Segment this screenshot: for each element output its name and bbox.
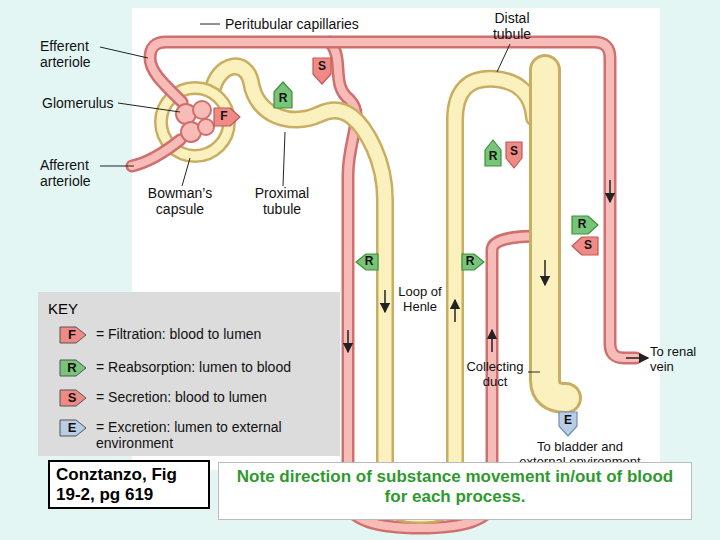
process-letter: F xyxy=(68,328,76,343)
swatch-arrow xyxy=(60,360,86,376)
collecting-duct-fill xyxy=(545,70,566,398)
collecting-duct xyxy=(545,70,566,398)
glomerulus-loops xyxy=(176,101,214,142)
box-text: Conztanzo, Fig 19-2, pg 619 xyxy=(56,465,202,504)
process-letter: F xyxy=(220,110,227,124)
box-text: KEY xyxy=(48,300,330,317)
part-label: Loop of Henle xyxy=(398,285,442,315)
part-label: Afferent arteriole xyxy=(40,157,120,189)
process-letter: R xyxy=(279,92,288,106)
swatch-arrow xyxy=(60,327,86,343)
flow-arrows xyxy=(348,180,648,358)
legend-text: = Excretion: lumen to external environme… xyxy=(96,419,334,451)
process-letter: S xyxy=(68,391,77,406)
process-letter: S xyxy=(318,60,326,74)
process-letter: S xyxy=(510,145,518,159)
process-letter: R xyxy=(466,255,475,269)
source-box: Conztanzo, Fig 19-2, pg 619 xyxy=(48,460,210,509)
part-label: Collecting duct xyxy=(462,360,528,390)
process-letter: E xyxy=(564,414,572,428)
legend-text: = Reabsorption: lumen to blood xyxy=(96,359,334,375)
part-label: Proximal tubule xyxy=(246,185,318,217)
part-label: Glomerulus xyxy=(42,95,132,111)
part-label: Peritubular capillaries xyxy=(225,16,395,32)
legend-text: = Filtration: blood to lumen xyxy=(96,326,334,342)
part-label: To renal vein xyxy=(650,345,710,375)
swatch-arrow xyxy=(60,390,86,406)
afferent-vessel-fill xyxy=(132,140,180,166)
afferent-vessel xyxy=(132,140,180,166)
process-letter: R xyxy=(365,255,374,269)
part-label: Bowman’s capsule xyxy=(140,185,220,217)
part-label: Distal tubule xyxy=(482,10,542,42)
process-letter: R xyxy=(489,150,498,164)
caption-note: Note direction of substance movement in/… xyxy=(218,462,692,520)
process-letter: E xyxy=(68,421,77,436)
process-letter: S xyxy=(584,239,592,253)
part-label: Efferent arteriole xyxy=(40,38,120,70)
legend-text: = Secretion: blood to lumen xyxy=(96,389,334,405)
swatch-arrow xyxy=(60,420,86,436)
process-letter: R xyxy=(67,361,76,376)
process-letter: R xyxy=(578,218,587,232)
